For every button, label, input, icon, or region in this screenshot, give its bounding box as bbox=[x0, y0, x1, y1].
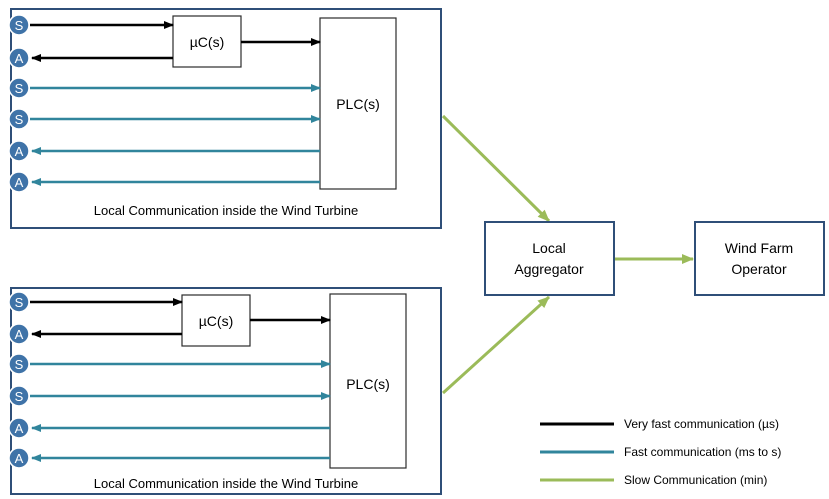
turbine-2-plc-label: PLC(s) bbox=[346, 376, 390, 392]
turbine-1-node-1: S bbox=[8, 14, 30, 36]
turbine-2: µC(s) PLC(s) Local Communication inside … bbox=[8, 287, 442, 495]
svg-text:S: S bbox=[15, 357, 24, 372]
turbine-1-uc-label: µC(s) bbox=[190, 34, 225, 50]
turbine-2-node-5: A bbox=[8, 417, 30, 439]
turbine-2-node-1: S bbox=[8, 291, 30, 313]
turbine-2-node-3: S bbox=[8, 353, 30, 375]
turbine-1-node-3: S bbox=[8, 77, 30, 99]
operator-line-2: Operator bbox=[731, 261, 787, 277]
svg-text:A: A bbox=[15, 421, 24, 436]
aggregator-line-1: Local bbox=[532, 240, 565, 256]
turbine-2-node-2: A bbox=[8, 323, 30, 345]
aggregator-line-2: Aggregator bbox=[514, 261, 584, 277]
svg-text:S: S bbox=[15, 389, 24, 404]
legend: Very fast communication (µs) Fast commun… bbox=[540, 417, 781, 487]
svg-text:S: S bbox=[15, 18, 24, 33]
svg-text:A: A bbox=[15, 144, 24, 159]
svg-text:A: A bbox=[15, 51, 24, 66]
svg-text:A: A bbox=[15, 175, 24, 190]
legend-label-very-fast: Very fast communication (µs) bbox=[624, 417, 779, 431]
legend-label-fast: Fast communication (ms to s) bbox=[624, 445, 781, 459]
svg-text:S: S bbox=[15, 112, 24, 127]
link-turbine-1-to-aggregator bbox=[441, 114, 551, 223]
turbine-1-node-6: A bbox=[8, 171, 30, 193]
turbine-1-caption: Local Communication inside the Wind Turb… bbox=[94, 203, 358, 218]
turbine-1-plc-box bbox=[319, 17, 397, 190]
turbine-1-uc-box bbox=[172, 15, 242, 68]
svg-text:S: S bbox=[15, 295, 24, 310]
turbine-2-node-6: A bbox=[8, 447, 30, 469]
turbine-1-plc-label: PLC(s) bbox=[336, 96, 380, 112]
legend-label-slow: Slow Communication (min) bbox=[624, 473, 767, 487]
turbine-1-node-5: A bbox=[8, 140, 30, 162]
svg-text:A: A bbox=[15, 327, 24, 342]
turbine-1-node-4: S bbox=[8, 108, 30, 130]
wind-farm-operator: Wind Farm Operator bbox=[694, 221, 825, 296]
link-turbine-2-to-aggregator bbox=[441, 295, 551, 395]
turbine-2-plc-box bbox=[329, 293, 407, 469]
turbine-2-uc-label: µC(s) bbox=[199, 313, 234, 329]
turbine-2-node-4: S bbox=[8, 385, 30, 407]
local-aggregator: Local Aggregator bbox=[484, 221, 615, 296]
turbine-1-node-2: A bbox=[8, 47, 30, 69]
svg-text:A: A bbox=[15, 451, 24, 466]
turbine-2-caption: Local Communication inside the Wind Turb… bbox=[94, 476, 358, 491]
operator-line-1: Wind Farm bbox=[725, 240, 793, 256]
svg-text:S: S bbox=[15, 81, 24, 96]
turbine-1: µC(s) PLC(s) Local Communication inside … bbox=[8, 8, 442, 229]
